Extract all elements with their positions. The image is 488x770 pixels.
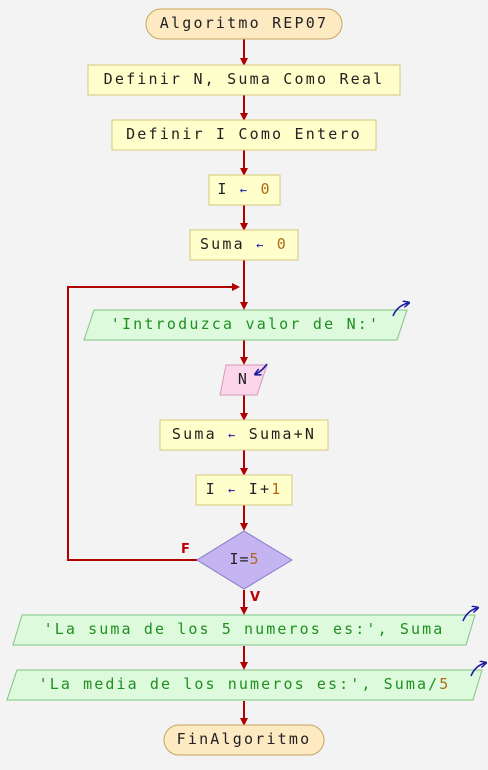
assign-i-inc-box bbox=[195, 474, 293, 506]
true-branch-label: V bbox=[250, 590, 261, 605]
condition-label: I=5 bbox=[197, 550, 292, 568]
condition-op: = bbox=[239, 550, 250, 568]
output2-label: 'La suma de los 5 numeros es:', Suma bbox=[13, 620, 475, 638]
end-label: FinAlgoritmo bbox=[176, 730, 312, 748]
output1-label: 'Introduzca valor de N:' bbox=[110, 315, 381, 333]
assign-i-inc-expr: I+ bbox=[248, 480, 272, 498]
assign-i-inc-var: I bbox=[205, 480, 217, 498]
define2-box bbox=[111, 119, 377, 151]
start-terminal bbox=[145, 8, 343, 40]
assign-suma-box bbox=[189, 229, 299, 261]
define1-box bbox=[87, 64, 401, 96]
condition-diamond bbox=[196, 530, 293, 590]
output3-text: 'La media de los numeros es:', Suma/ bbox=[38, 675, 440, 693]
assign-suma-n-box bbox=[159, 419, 329, 451]
assign-suma-n-var: Suma bbox=[171, 425, 217, 443]
output-arrow-icon bbox=[462, 608, 477, 622]
output3-box bbox=[6, 669, 483, 701]
output2-box bbox=[12, 614, 476, 646]
assign-i-inc-num: 1 bbox=[271, 480, 283, 498]
output2-text: 'La suma de los 5 numeros es:', Suma bbox=[43, 620, 445, 638]
assign-arrow-icon: ← bbox=[228, 428, 238, 442]
define2-label: Definir I Como Entero bbox=[126, 125, 362, 143]
assign-arrow-icon: ← bbox=[239, 183, 250, 197]
condition-num: 5 bbox=[249, 550, 260, 568]
assign-i-label: I ← 0 bbox=[209, 180, 280, 198]
assign-arrow-icon: ← bbox=[256, 238, 266, 252]
end-terminal bbox=[163, 724, 325, 756]
input-n-label: N bbox=[237, 370, 250, 388]
assign-suma-n-label: Suma ← Suma+N bbox=[160, 425, 328, 443]
assign-arrow-icon: ← bbox=[228, 483, 238, 497]
assign-suma-n-expr: Suma+N bbox=[248, 425, 317, 443]
output3-label: 'La media de los numeros es:', Suma/5 bbox=[7, 675, 482, 693]
assign-i-box bbox=[208, 174, 281, 206]
start-label: Algoritmo REP07 bbox=[159, 14, 329, 32]
assign-suma-label: Suma ← 0 bbox=[190, 235, 298, 253]
assign-i-inc-label: I ← I+1 bbox=[196, 480, 292, 498]
assign-suma-var: Suma bbox=[199, 235, 245, 253]
assign-suma-value: 0 bbox=[276, 235, 289, 253]
loop-back-arrow bbox=[67, 283, 240, 561]
output3-num: 5 bbox=[439, 675, 451, 693]
define1-label: Definir N, Suma Como Real bbox=[103, 70, 385, 88]
assign-i-value: 0 bbox=[260, 180, 272, 198]
input-arrow-icon bbox=[256, 363, 268, 374]
condition-lhs: I bbox=[229, 550, 240, 568]
output-arrow-icon bbox=[392, 303, 408, 317]
assign-i-var: I bbox=[217, 180, 229, 198]
output-arrow-icon bbox=[470, 663, 485, 677]
output1-box bbox=[83, 309, 408, 341]
false-branch-label: F bbox=[181, 542, 190, 557]
